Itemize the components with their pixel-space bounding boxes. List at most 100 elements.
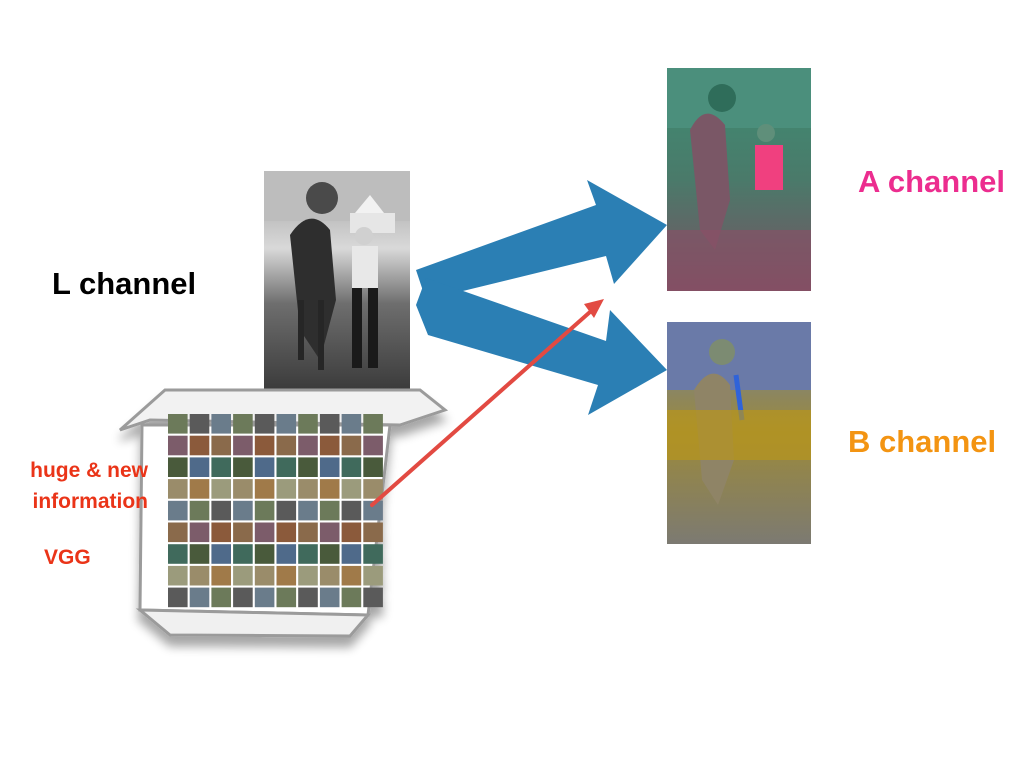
dataset-thumbnail bbox=[233, 522, 253, 543]
dataset-thumbnail bbox=[211, 435, 231, 456]
dataset-thumbnail bbox=[298, 587, 318, 608]
dataset-thumbnail bbox=[363, 435, 383, 456]
dataset-thumbnail bbox=[254, 435, 275, 456]
dataset-thumbnail bbox=[276, 457, 297, 477]
dataset-thumbnail bbox=[319, 435, 340, 456]
dataset-thumbnail bbox=[319, 522, 340, 543]
dataset-thumbnail bbox=[363, 522, 383, 543]
dataset-thumbnail bbox=[254, 587, 275, 608]
dataset-thumbnail bbox=[254, 457, 275, 477]
huge-info-label: huge & new information bbox=[0, 455, 148, 517]
red-pointer-arrow bbox=[370, 299, 604, 507]
dataset-thumbnail bbox=[276, 500, 297, 521]
dataset-thumbnail bbox=[233, 479, 253, 499]
dataset-thumbnail bbox=[341, 587, 362, 608]
dataset-thumbnail bbox=[276, 479, 297, 499]
dataset-thumbnail bbox=[189, 587, 210, 608]
dataset-thumbnail bbox=[319, 500, 340, 521]
dataset-thumbnail bbox=[298, 500, 318, 521]
dataset-thumbnail bbox=[254, 479, 275, 499]
dataset-thumbnail bbox=[276, 522, 297, 543]
dataset-thumbnail bbox=[341, 435, 362, 456]
dataset-thumbnail bbox=[341, 544, 362, 564]
dataset-thumbnail bbox=[319, 414, 340, 434]
dataset-thumbnail bbox=[298, 522, 318, 543]
dataset-thumbnail bbox=[189, 457, 210, 477]
dataset-thumbnail bbox=[298, 457, 318, 477]
dataset-thumbnail bbox=[319, 544, 340, 564]
dataset-thumbnail bbox=[189, 544, 210, 564]
arrow-to-b-channel bbox=[416, 278, 667, 415]
dataset-thumbnail bbox=[168, 544, 188, 564]
dataset-thumbnail bbox=[168, 479, 188, 499]
dataset-thumbnail bbox=[211, 457, 231, 477]
dataset-thumbnail bbox=[341, 500, 362, 521]
dataset-thumbnail bbox=[319, 565, 340, 586]
dataset-thumbnail bbox=[254, 500, 275, 521]
dataset-thumbnail bbox=[276, 414, 297, 434]
dataset-thumbnail bbox=[363, 500, 383, 521]
dataset-thumbnail bbox=[189, 522, 210, 543]
dataset-thumbnail bbox=[233, 587, 253, 608]
dataset-thumbnail bbox=[211, 414, 231, 434]
vgg-dataset-box bbox=[119, 388, 449, 638]
dataset-thumbnail bbox=[211, 565, 231, 586]
dataset-thumbnail bbox=[211, 500, 231, 521]
dataset-thumbnail bbox=[341, 479, 362, 499]
dataset-thumbnail bbox=[363, 544, 383, 564]
dataset-thumbnail bbox=[341, 522, 362, 543]
dataset-thumbnail bbox=[254, 565, 275, 586]
dataset-thumbnail bbox=[168, 500, 188, 521]
dataset-thumbnail bbox=[298, 544, 318, 564]
dataset-thumbnail bbox=[211, 522, 231, 543]
dataset-thumbnail bbox=[233, 457, 253, 477]
dataset-thumbnail bbox=[341, 457, 362, 477]
dataset-thumbnail bbox=[233, 435, 253, 456]
dataset-thumbnail bbox=[276, 587, 297, 608]
dataset-thumbnail bbox=[211, 544, 231, 564]
dataset-thumbnail bbox=[276, 435, 297, 456]
dataset-thumbnail bbox=[298, 479, 318, 499]
dataset-thumbnail bbox=[254, 544, 275, 564]
dataset-thumbnail bbox=[298, 565, 318, 586]
dataset-thumbnail bbox=[341, 565, 362, 586]
dataset-thumbnail bbox=[319, 457, 340, 477]
dataset-thumbnail bbox=[363, 457, 383, 477]
l-channel-label: L channel bbox=[52, 266, 197, 301]
arrow-to-a-channel bbox=[416, 180, 667, 300]
vgg-label: VGG bbox=[44, 546, 91, 569]
image-dataset-grid bbox=[168, 414, 383, 608]
dataset-thumbnail bbox=[276, 565, 297, 586]
dataset-thumbnail bbox=[168, 565, 188, 586]
dataset-thumbnail bbox=[363, 414, 383, 434]
dataset-thumbnail bbox=[233, 544, 253, 564]
dataset-thumbnail bbox=[363, 565, 383, 586]
a-channel-label: A channel bbox=[858, 164, 1005, 199]
dataset-thumbnail bbox=[189, 500, 210, 521]
dataset-thumbnail bbox=[233, 500, 253, 521]
dataset-thumbnail bbox=[168, 457, 188, 477]
huge-info-line1: huge & new bbox=[30, 459, 148, 482]
dataset-thumbnail bbox=[276, 544, 297, 564]
dataset-thumbnail bbox=[298, 414, 318, 434]
dataset-thumbnail bbox=[168, 522, 188, 543]
b-channel-image bbox=[667, 322, 811, 544]
a-channel-image bbox=[667, 68, 811, 291]
dataset-thumbnail bbox=[168, 587, 188, 608]
dataset-thumbnail bbox=[254, 414, 275, 434]
dataset-thumbnail bbox=[189, 565, 210, 586]
dataset-thumbnail bbox=[189, 435, 210, 456]
dataset-thumbnail bbox=[233, 565, 253, 586]
l-channel-image bbox=[264, 171, 410, 392]
dataset-thumbnail bbox=[319, 587, 340, 608]
huge-info-line2: information bbox=[32, 490, 149, 513]
dataset-thumbnail bbox=[211, 587, 231, 608]
dataset-thumbnail bbox=[168, 414, 188, 434]
dataset-thumbnail bbox=[363, 479, 383, 499]
dataset-thumbnail bbox=[254, 522, 275, 543]
b-channel-label: B channel bbox=[848, 424, 997, 459]
dataset-thumbnail bbox=[189, 479, 210, 499]
dataset-thumbnail bbox=[233, 414, 253, 434]
